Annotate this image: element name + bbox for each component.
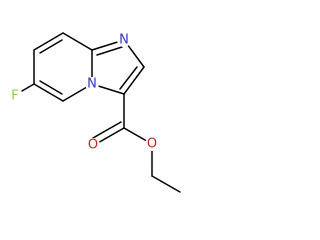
fluorine-atom-label: F	[11, 89, 18, 104]
bond-ch2-ch3	[151, 175, 181, 193]
atom-bg-n1	[117, 33, 131, 47]
atom-bg-o-carbonyl	[86, 138, 100, 152]
bond-c5-c6-inner	[39, 80, 63, 95]
ester-oxygen-label: O	[147, 137, 157, 152]
bond-c7-c8	[33, 32, 64, 51]
bond-c8a-n1-inner	[96, 46, 123, 56]
molecule-structure: F N N O O	[8, 32, 181, 193]
bond-c6-f	[21, 83, 35, 92]
bridgehead-nitrogen-label: N	[87, 77, 97, 92]
imidazole-nitrogen-label: N	[119, 33, 129, 48]
bond-c7-c8-inner	[39, 39, 63, 54]
atom-bg-o-ester	[145, 137, 159, 151]
atom-bg-f	[8, 89, 22, 103]
bond-carbonyl-o	[95, 127, 125, 145]
bond-c2-c3	[123, 66, 145, 95]
bond-c8-c8a	[62, 32, 93, 51]
carbonyl-oxygen-label: O	[88, 138, 98, 153]
atom-bg-n4	[85, 77, 99, 91]
bond-carbonyl-o-double	[92, 121, 122, 139]
bond-c5-c6	[33, 83, 64, 102]
bond-c2-c3-inner	[119, 66, 138, 90]
